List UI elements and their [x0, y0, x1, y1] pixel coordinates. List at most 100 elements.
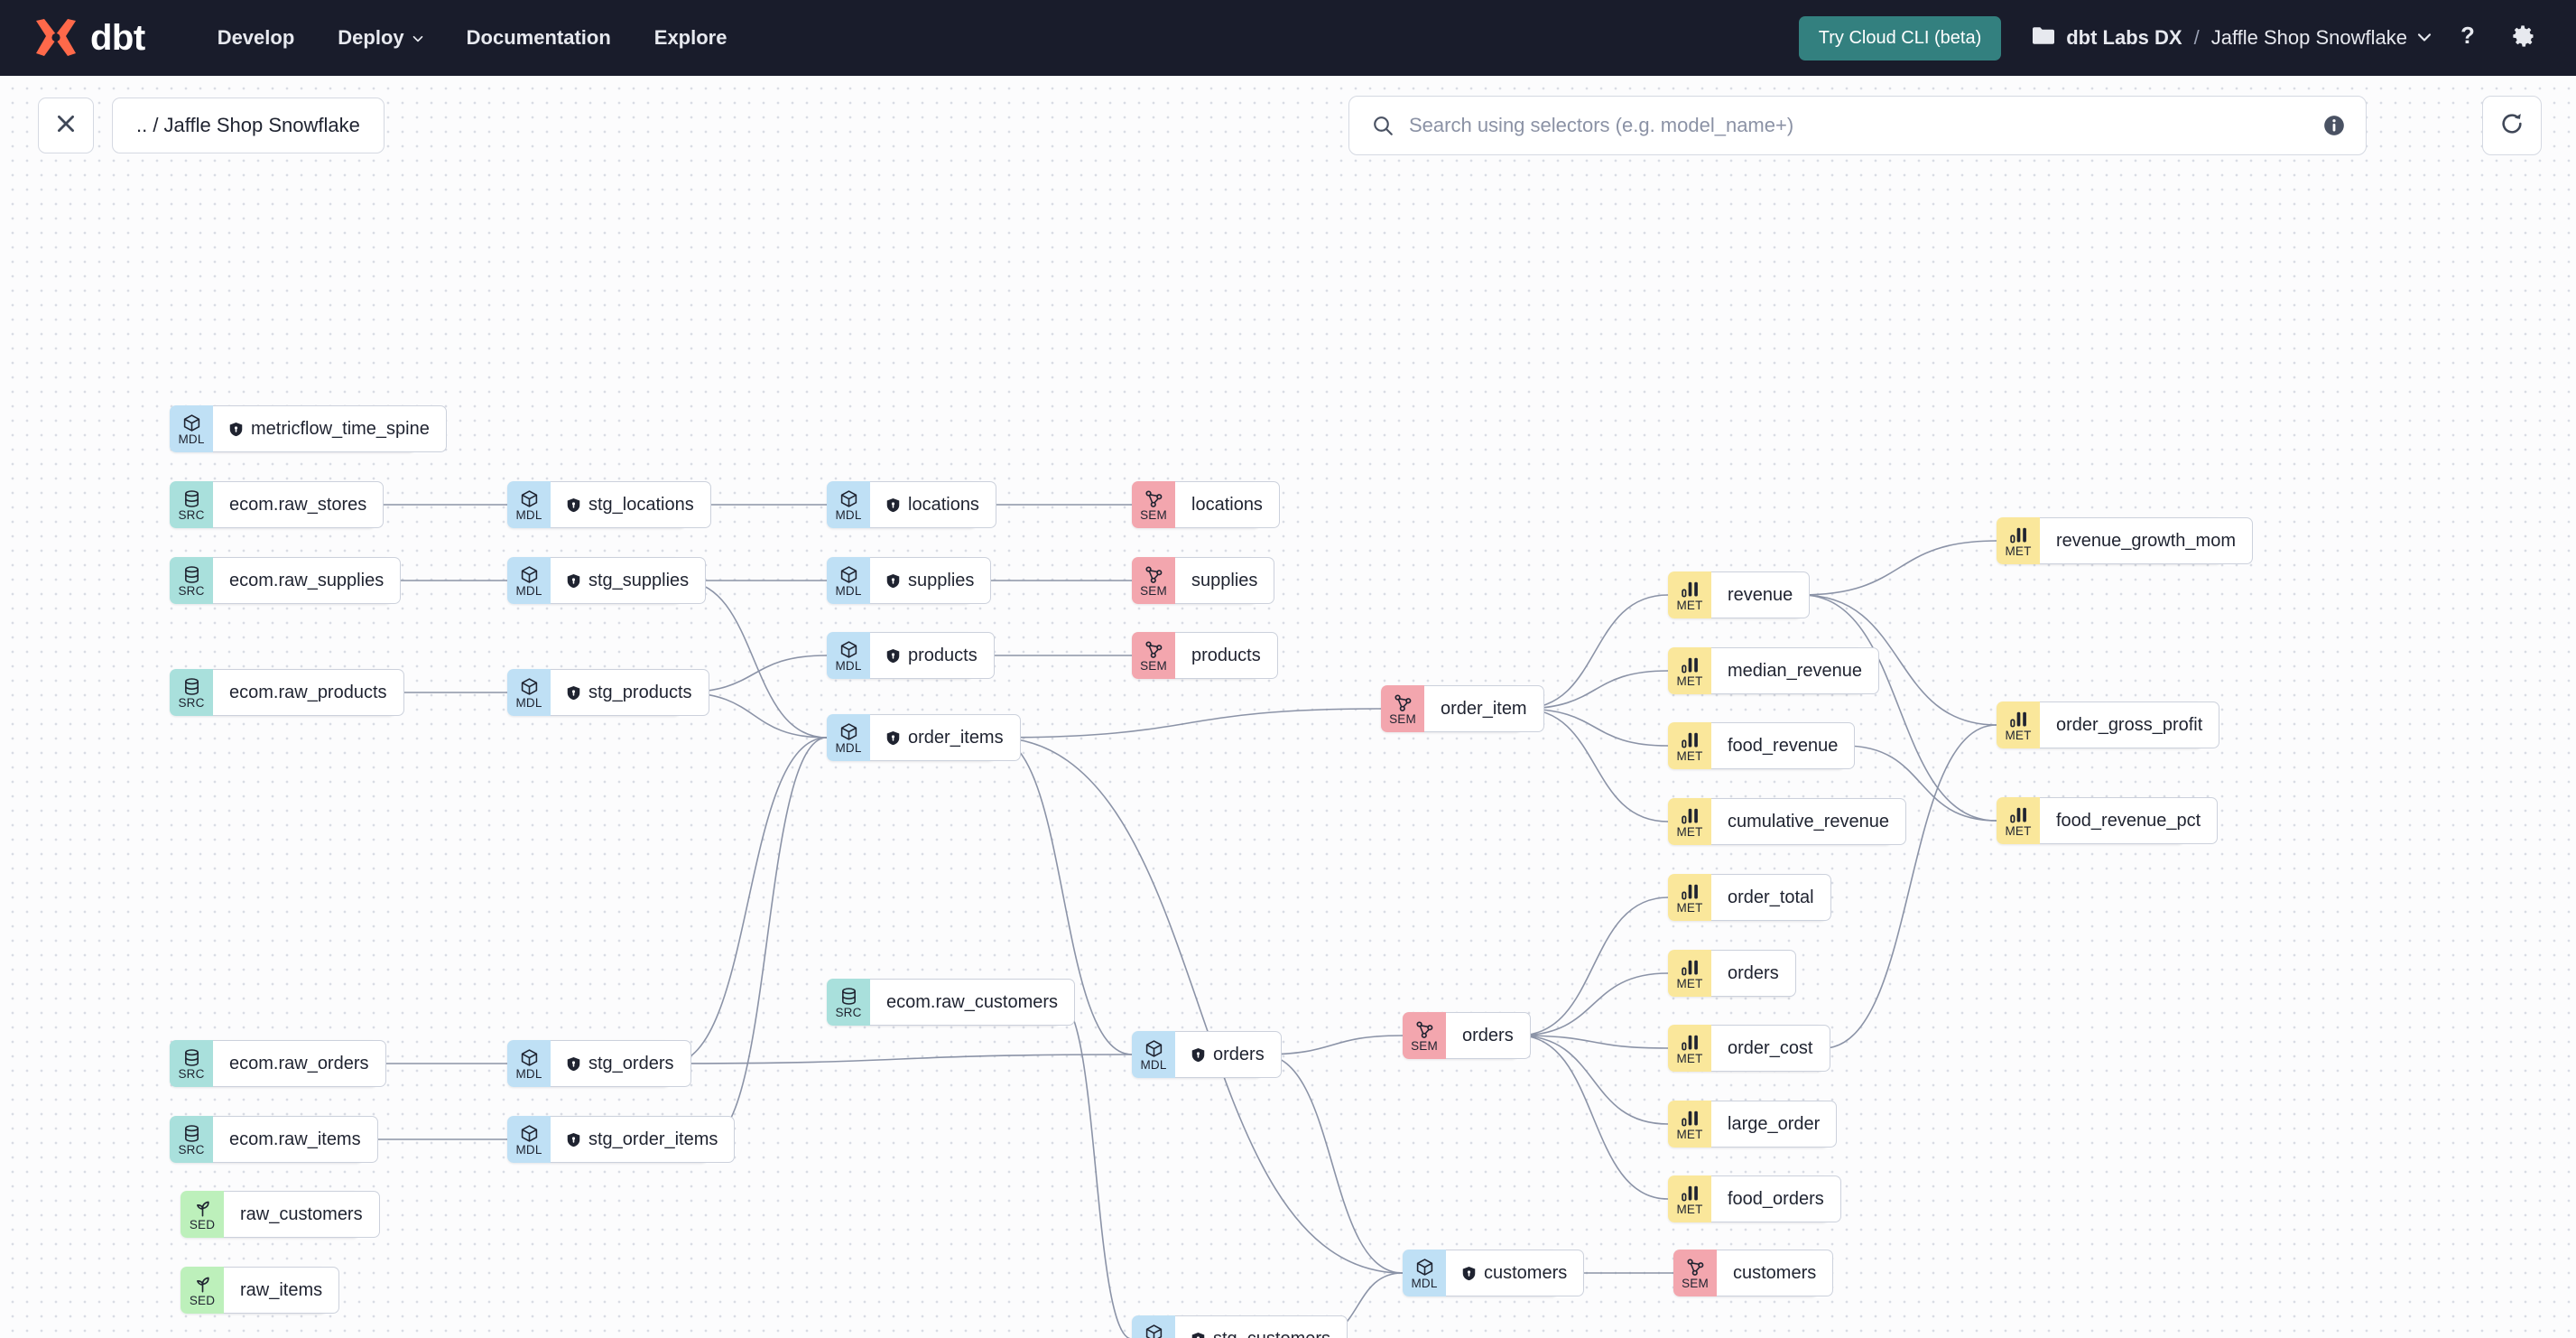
nav-explore[interactable]: Explore	[633, 17, 749, 59]
lineage-node-met_order_cost[interactable]: MET order_cost	[1668, 1025, 1830, 1072]
node-type-label: SEM	[1411, 1039, 1438, 1054]
refresh-button[interactable]	[2482, 96, 2542, 155]
node-body: ecom.raw_products	[213, 669, 404, 716]
chevron-down-icon	[2417, 26, 2432, 50]
cube-icon	[839, 722, 858, 741]
lineage-node-ecom_raw_products[interactable]: SRC ecom.raw_products	[170, 669, 404, 716]
node-type-label: SRC	[178, 696, 205, 711]
search-input[interactable]	[1409, 114, 2308, 137]
bar-chart-icon	[1681, 882, 1700, 901]
node-type-label: MDL	[835, 508, 862, 523]
semantic-graph-icon	[1686, 1258, 1705, 1277]
node-body: products	[870, 632, 995, 679]
protected-shield-icon	[567, 573, 580, 589]
try-cloud-cli-button[interactable]: Try Cloud CLI (beta)	[1798, 15, 2002, 60]
semantic-graph-icon	[1144, 565, 1163, 584]
info-icon[interactable]	[2322, 114, 2346, 137]
project-name: Jaffle Shop Snowflake	[2210, 26, 2407, 49]
protected-shield-icon	[886, 648, 900, 664]
node-type-label: SEM	[1140, 508, 1167, 523]
search-bar[interactable]	[1348, 96, 2367, 155]
dbt-logo[interactable]: dbt	[31, 17, 145, 59]
lineage-node-ecom_raw_supplies[interactable]: SRC ecom.raw_supplies	[170, 557, 402, 604]
node-label: products	[908, 646, 978, 665]
account-project-breadcrumb: dbt Labs DX / Jaffle Shop Snowflake	[2032, 26, 2432, 51]
node-label: stg_locations	[588, 495, 694, 515]
node-type-badge-met: MET	[1668, 874, 1711, 921]
node-type-label: MET	[1676, 1052, 1703, 1066]
node-type-badge-sed: SED	[181, 1267, 224, 1314]
help-button[interactable]: ?	[2448, 18, 2488, 58]
nav-develop[interactable]: Develop	[196, 17, 317, 59]
node-body: large_order	[1711, 1101, 1838, 1148]
account-breadcrumb-item[interactable]: dbt Labs DX	[2032, 26, 2182, 51]
node-type-badge-sem: SEM	[1673, 1250, 1717, 1296]
cube-icon	[182, 413, 201, 432]
database-icon	[839, 987, 858, 1006]
seedling-icon	[193, 1199, 212, 1218]
node-type-badge-met: MET	[1668, 950, 1711, 997]
node-label: metricflow_time_spine	[251, 419, 430, 439]
node-body: stg_order_items	[551, 1116, 736, 1163]
close-lineage-button[interactable]	[38, 98, 94, 153]
semantic-graph-icon	[1394, 693, 1413, 712]
project-breadcrumb-item[interactable]: Jaffle Shop Snowflake	[2211, 26, 2432, 50]
node-label: raw_customers	[240, 1204, 363, 1224]
protected-shield-icon	[567, 1132, 580, 1148]
lineage-breadcrumb[interactable]: .. / Jaffle Shop Snowflake	[112, 98, 385, 153]
cube-icon	[520, 677, 539, 696]
nav-documentation[interactable]: Documentation	[445, 17, 633, 59]
nav-deploy[interactable]: Deploy	[316, 17, 444, 59]
node-type-badge-sem: SEM	[1403, 1012, 1446, 1059]
nav-right-cluster: Try Cloud CLI (beta) dbt Labs DX / Jaffl…	[1798, 15, 2544, 60]
node-type-badge-met: MET	[1668, 1175, 1711, 1222]
node-type-badge-met: MET	[1668, 1025, 1711, 1072]
node-type-label: SRC	[178, 584, 205, 599]
bar-chart-icon	[2009, 805, 2028, 824]
node-body: order_total	[1711, 874, 1831, 921]
node-body: ecom.raw_supplies	[213, 557, 402, 604]
node-label: order_cost	[1728, 1038, 1813, 1058]
node-type-label: SEM	[1682, 1277, 1709, 1291]
settings-button[interactable]	[2504, 18, 2544, 58]
node-label: stg_order_items	[588, 1129, 718, 1149]
cube-icon	[520, 1048, 539, 1067]
